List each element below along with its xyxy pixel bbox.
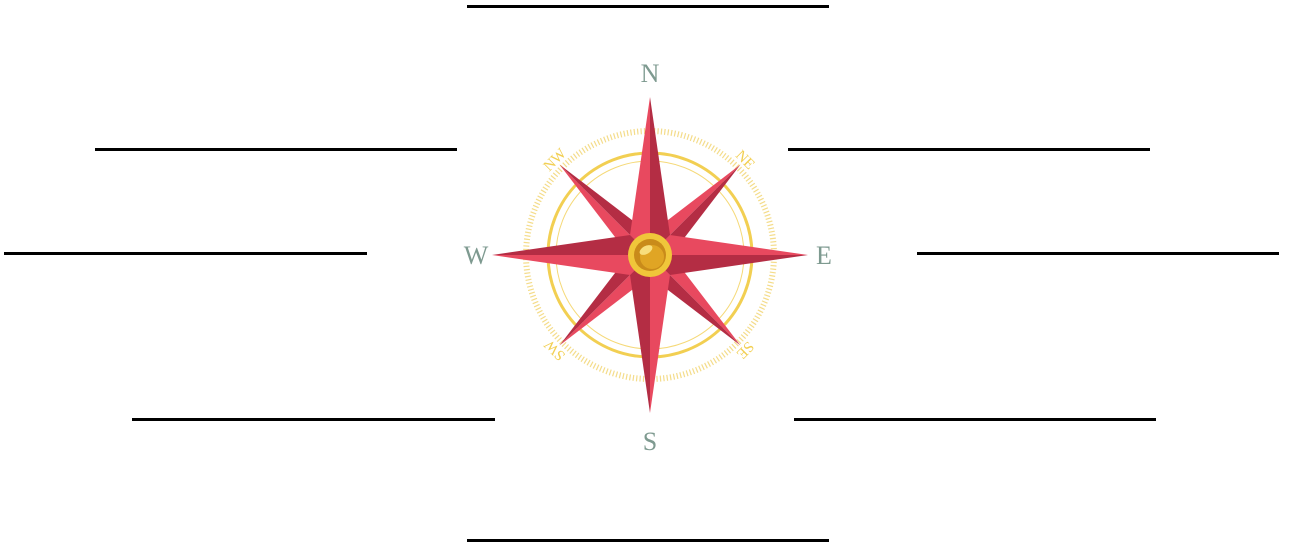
answer-blank-north[interactable]	[467, 5, 829, 8]
answer-blank-south[interactable]	[467, 539, 829, 542]
compass-rose-icon: N E S W NE SE SW NW	[440, 45, 860, 465]
compass-label-w: W	[464, 241, 489, 270]
compass-label-e: E	[816, 241, 832, 270]
compass-label-n: N	[641, 59, 660, 88]
compass-label-s: S	[643, 427, 657, 456]
answer-blank-northwest[interactable]	[95, 148, 457, 151]
answer-blank-west[interactable]	[4, 252, 367, 255]
compass-center-hub	[628, 233, 672, 277]
answer-blank-east[interactable]	[917, 252, 1279, 255]
